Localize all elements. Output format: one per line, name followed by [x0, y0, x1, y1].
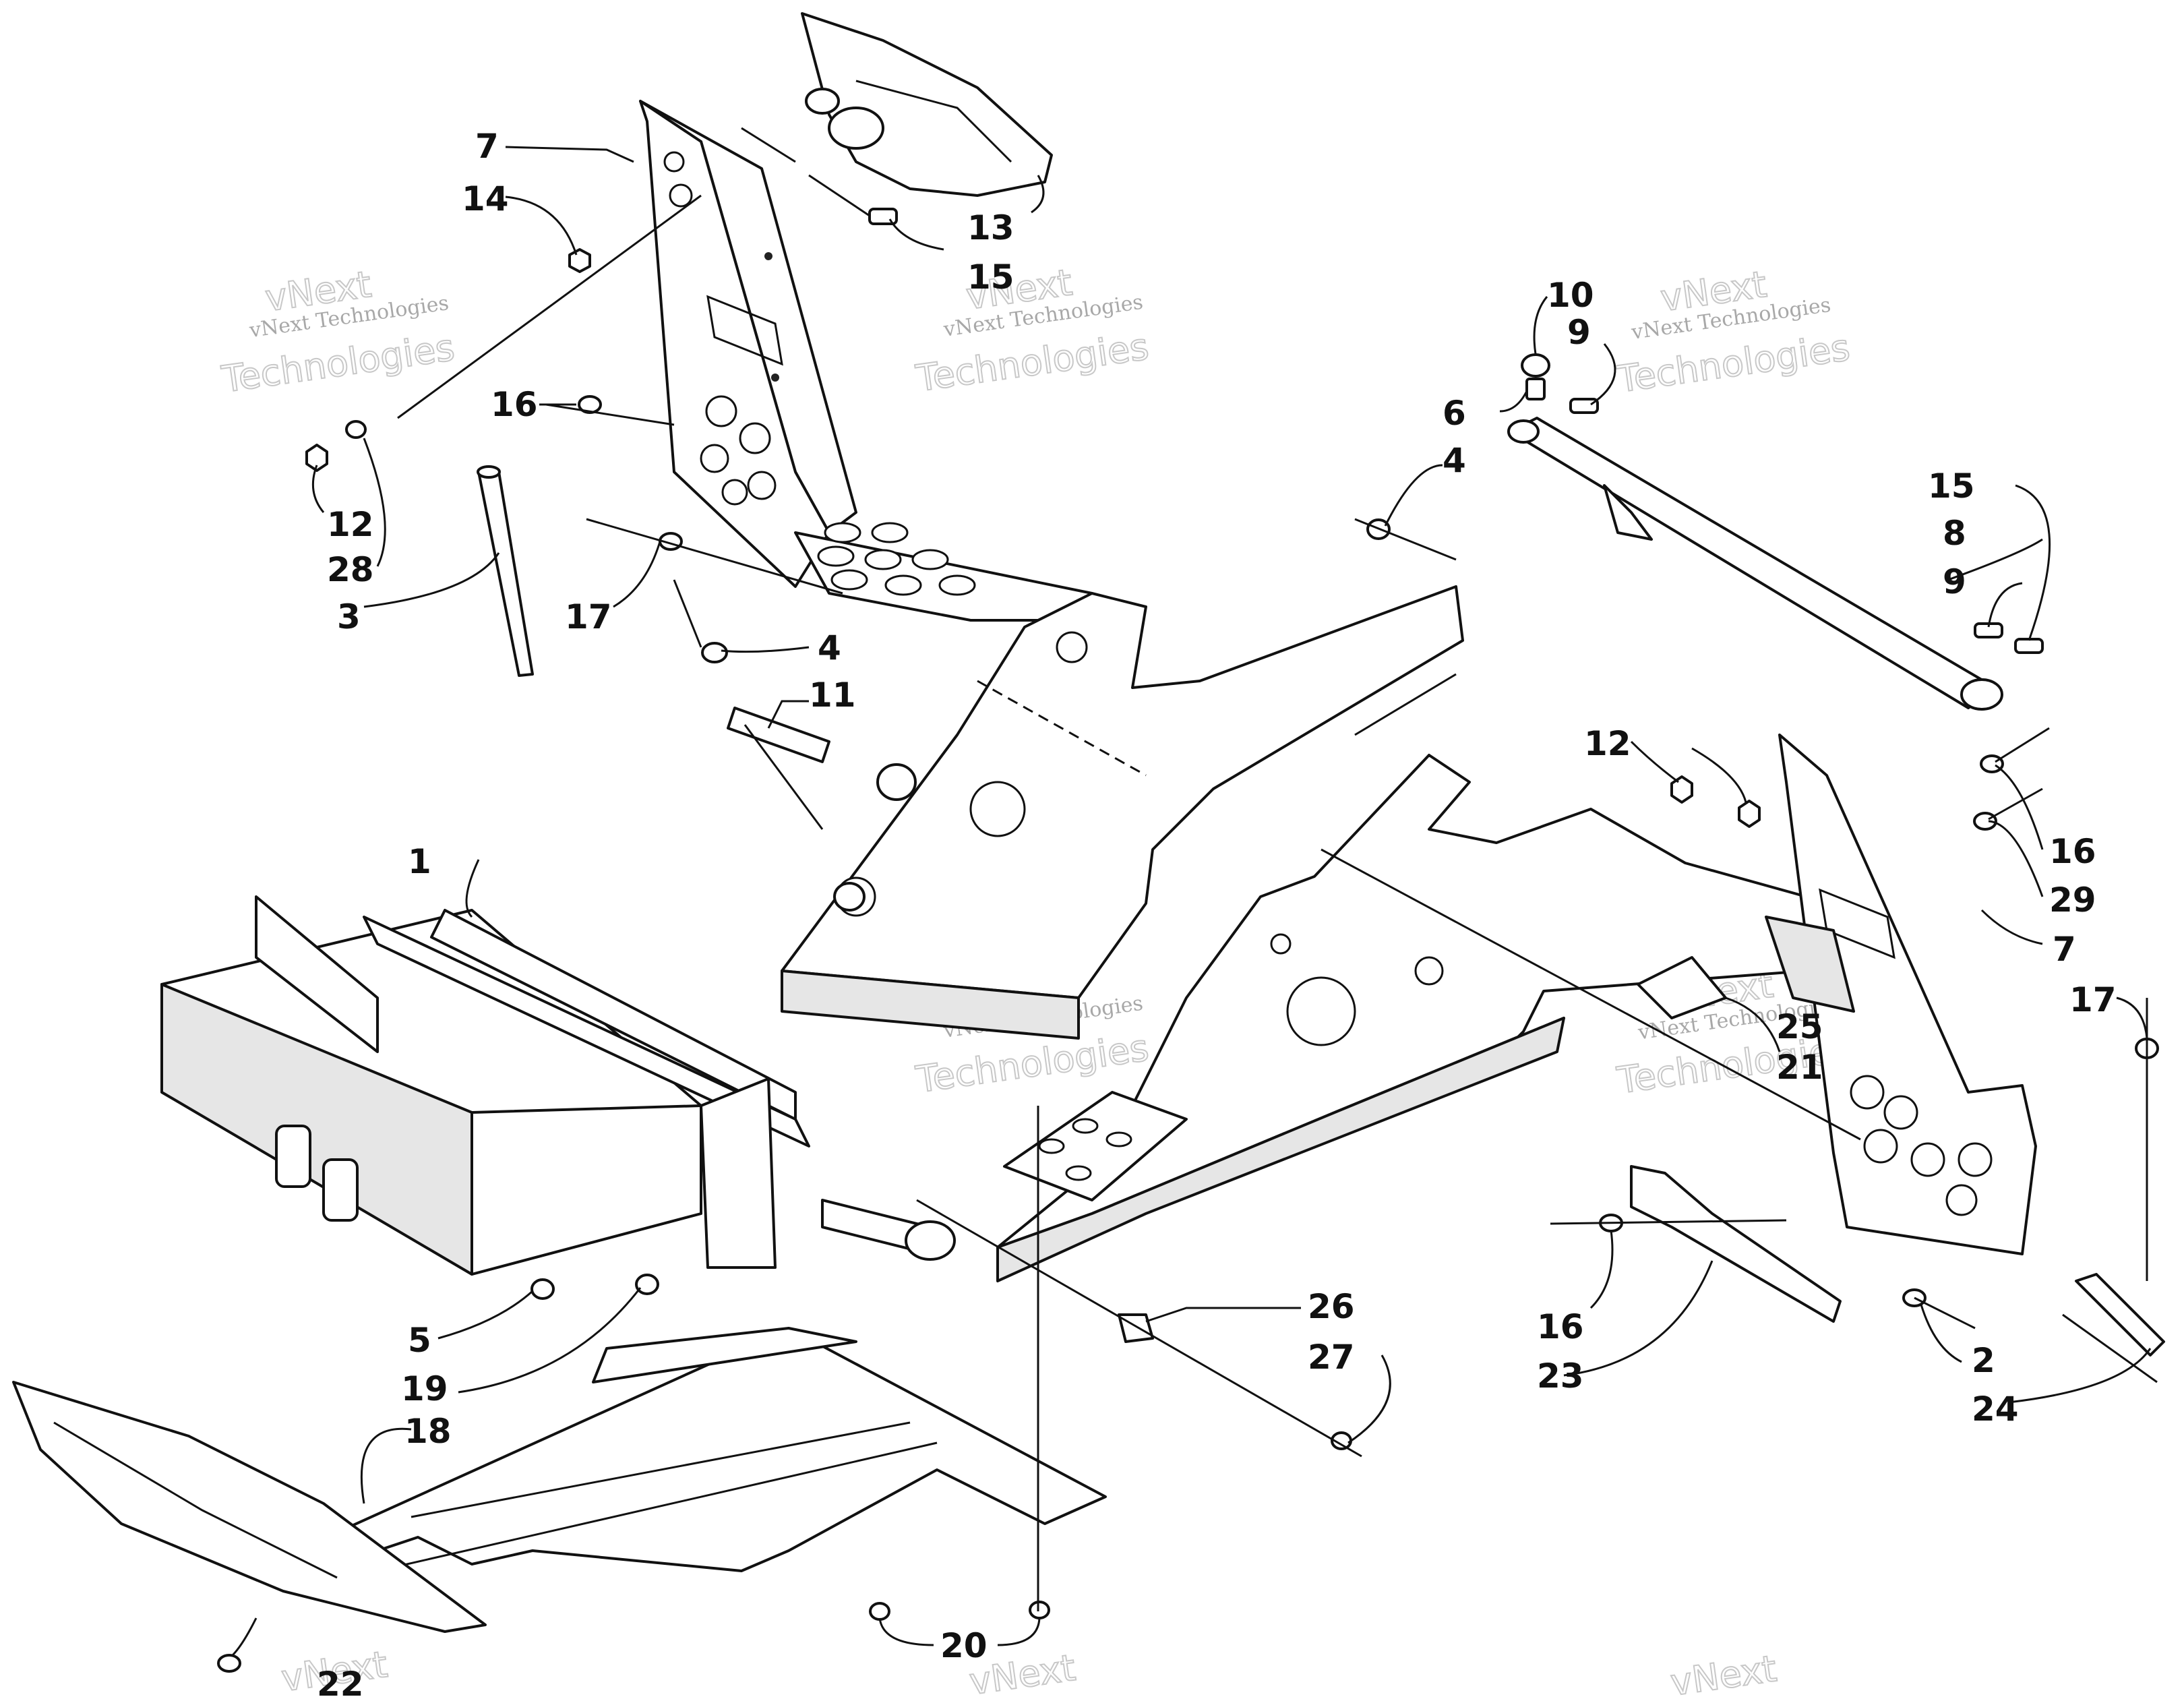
watermark-top-right: vNext vNext Technologies Technologies [1614, 262, 1853, 402]
callout-6: 6 [1443, 394, 1466, 433]
callout-20: 20 [940, 1626, 988, 1665]
plate-11 [727, 707, 830, 763]
callout-4: 4 [818, 628, 841, 667]
rivet-4-left [701, 642, 728, 663]
callout-17: 17 [2069, 980, 2117, 1019]
belly-pan [295, 1327, 1107, 1572]
nut-6 [1525, 378, 1546, 400]
lock-nut-12-a [1670, 775, 1693, 804]
callout-26: 26 [1308, 1287, 1355, 1326]
footrest-left [794, 522, 1107, 622]
callout-29: 29 [2049, 881, 2096, 920]
grommet-19 [635, 1274, 659, 1295]
washer-28 [345, 420, 367, 439]
screw-22 [217, 1654, 241, 1673]
front-bulkhead [160, 763, 956, 1276]
steering-support-left [639, 100, 857, 588]
callout-15: 15 [967, 258, 1014, 297]
callout-16: 16 [2049, 832, 2096, 871]
callout-2: 2 [1972, 1341, 1995, 1380]
callout-12: 12 [1584, 724, 1631, 763]
callout-15: 15 [1928, 467, 1975, 506]
rivet-16-top [578, 395, 602, 414]
fasteners [217, 208, 2159, 1673]
callout-16: 16 [1537, 1307, 1584, 1346]
bracket-24 [2075, 1273, 2165, 1357]
callout-18: 18 [404, 1412, 452, 1451]
callout-3: 3 [337, 597, 361, 636]
callout-7: 7 [475, 127, 499, 166]
callout-13: 13 [967, 208, 1014, 247]
running-board-bracket [1630, 1165, 1842, 1323]
callout-10: 10 [1547, 276, 1594, 315]
steering-rod [477, 465, 534, 677]
lock-nut-12-left [305, 444, 328, 472]
hex-screw-14 [568, 248, 591, 273]
callout-27: 27 [1308, 1338, 1355, 1377]
bolt-9-top [1569, 398, 1599, 414]
watermark-top-left: vNext vNext Technologies Technologies [218, 262, 458, 402]
screw-20-a [869, 1602, 890, 1621]
lock-nut-12-b [1738, 800, 1761, 828]
watermark-brand: vNext [1668, 1647, 1779, 1699]
callout-5: 5 [408, 1321, 431, 1360]
steering-support-right [1765, 734, 2037, 1255]
callout-23: 23 [1537, 1357, 1584, 1396]
callout-25: 25 [1776, 1007, 1823, 1046]
callout-11: 11 [809, 676, 856, 715]
assembly-lines [397, 127, 2158, 1611]
callout-19: 19 [401, 1369, 448, 1408]
callout-9: 9 [1943, 562, 1966, 601]
callout-12: 12 [327, 505, 374, 544]
cap-10 [1521, 353, 1550, 378]
callout-8: 8 [1943, 514, 1966, 553]
callout-16: 16 [491, 385, 538, 424]
callout-21: 21 [1776, 1048, 1823, 1087]
watermark-top-center: vNext vNext Technologies Technologies [913, 260, 1152, 400]
grommet-5 [530, 1278, 555, 1300]
callout-9: 9 [1567, 313, 1591, 352]
bolt-15-right [2014, 638, 2044, 654]
chassis-tunnel [781, 585, 1464, 1040]
callout-7: 7 [2053, 930, 2076, 969]
callout-labels: 7 14 13 15 16 12 28 3 17 4 11 10 9 6 4 1… [317, 127, 2117, 1699]
steering-post [1507, 417, 2003, 711]
callout-1: 1 [408, 842, 431, 881]
callout-24: 24 [1972, 1390, 2019, 1429]
callout-22: 22 [317, 1665, 364, 1699]
headlight-bezel [801, 12, 1053, 197]
callout-17: 17 [565, 597, 612, 636]
chassis-side-panel [996, 754, 1808, 1282]
screw-20-b [1029, 1601, 1050, 1619]
callout-4: 4 [1443, 441, 1466, 480]
watermark-bottom-right: vNext [1667, 1646, 1780, 1699]
skid-plate [12, 1381, 487, 1633]
callout-28: 28 [327, 550, 374, 589]
callout-14: 14 [462, 179, 509, 218]
leader-lines [231, 146, 2152, 1657]
